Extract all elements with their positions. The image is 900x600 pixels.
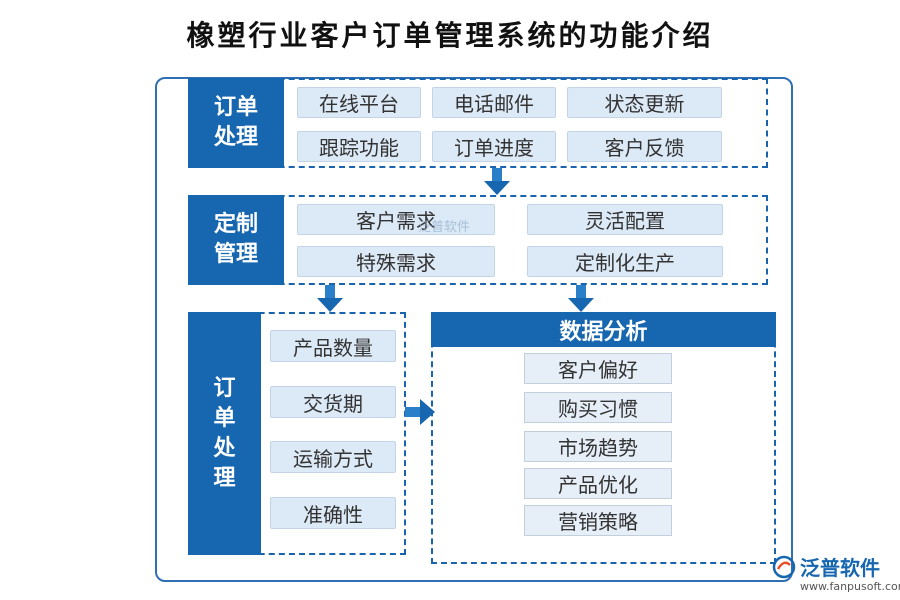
analysis-item-marketing: 营销策略 <box>524 505 672 536</box>
custom-item-customized-production: 定制化生产 <box>527 246 723 277</box>
custom-item-flexible-config: 灵活配置 <box>527 204 723 235</box>
logo-url: www.fanpusoft.com <box>800 580 900 593</box>
analysis-item-optimization: 产品优化 <box>524 468 672 499</box>
order-item-phone-email: 电话邮件 <box>432 87 556 118</box>
arrow-right-icon <box>405 399 435 425</box>
analysis-item-trend: 市场趋势 <box>524 431 672 462</box>
order-detail-label-char2: 单 <box>213 405 236 431</box>
order-detail-label-char1: 订 <box>213 375 236 401</box>
watermark: 泛普软件 <box>418 220 471 235</box>
data-analysis-header: 数据分析 <box>431 312 776 347</box>
arrow-down-icon <box>484 168 510 195</box>
custom-management-label: 定制 管理 <box>188 195 284 285</box>
order-processing-label-line1: 订单 <box>213 95 258 120</box>
custom-item-customer-needs: 客户需求 <box>297 204 495 235</box>
custom-item-special-needs: 特殊需求 <box>297 246 495 277</box>
order-processing-label-line2: 处理 <box>213 125 258 150</box>
brand-logo: 泛普软件 <box>772 552 880 581</box>
custom-management-label-line2: 管理 <box>213 242 258 267</box>
analysis-item-habit: 购买习惯 <box>524 392 672 423</box>
analysis-item-preference: 客户偏好 <box>524 353 672 384</box>
detail-item-quantity: 产品数量 <box>270 330 396 362</box>
page-title: 橡塑行业客户订单管理系统的功能介绍 <box>186 19 714 52</box>
order-item-status-update: 状态更新 <box>567 87 722 118</box>
order-detail-label: 订 单 处 理 <box>188 312 261 555</box>
detail-item-delivery: 交货期 <box>270 386 396 418</box>
order-item-feedback: 客户反馈 <box>567 131 722 162</box>
order-item-progress: 订单进度 <box>432 131 556 162</box>
order-processing-label: 订单 处理 <box>188 78 284 168</box>
custom-management-label-line1: 定制 <box>213 212 258 237</box>
arrow-down-icon <box>317 285 343 312</box>
order-detail-label-char3: 处 <box>213 435 236 461</box>
arrow-down-icon <box>568 285 594 312</box>
order-item-tracking: 跟踪功能 <box>297 131 421 162</box>
detail-item-accuracy: 准确性 <box>270 497 396 529</box>
logo-icon <box>772 555 796 578</box>
logo-name: 泛普软件 <box>800 556 880 580</box>
order-detail-label-char4: 理 <box>213 465 236 491</box>
order-item-online-platform: 在线平台 <box>297 87 421 118</box>
detail-item-shipping: 运输方式 <box>270 441 396 473</box>
